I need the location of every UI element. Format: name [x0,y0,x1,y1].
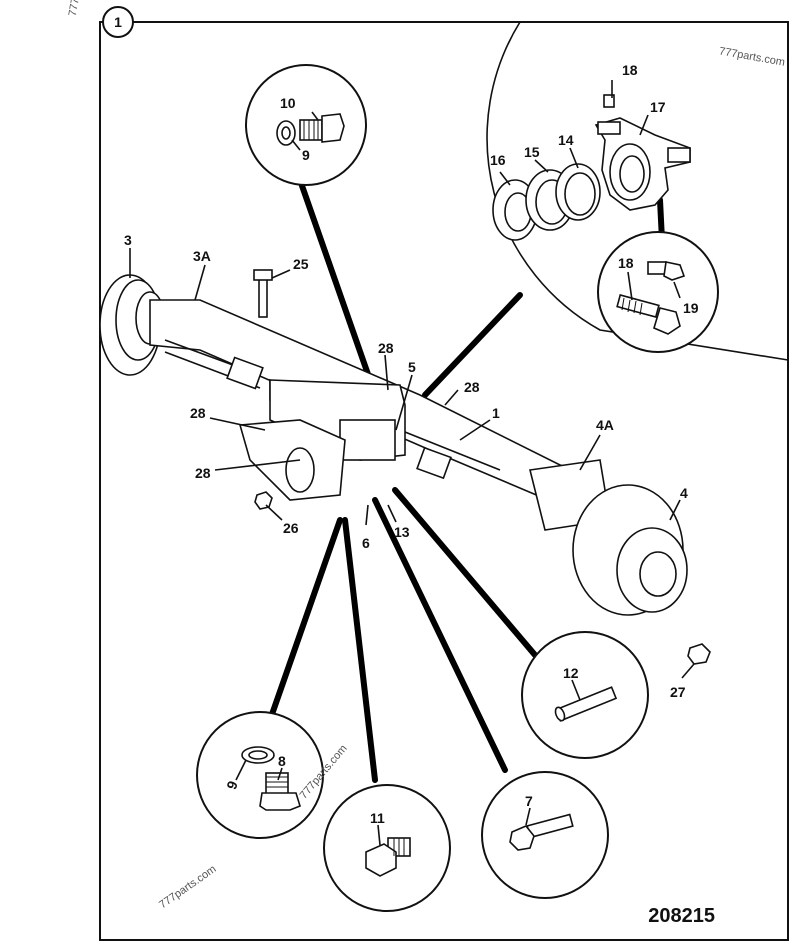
callout-leaders [129,80,695,846]
callout-17: 16 [490,152,506,168]
callout-26: 26 [283,520,299,536]
leader-12 [392,487,538,658]
callout-14: 17 [650,99,666,115]
drain-plug-part [241,746,301,811]
stud-bolt-part [253,269,273,318]
nut-27-part [687,643,711,665]
callout-3: 3 [124,232,132,248]
callout-8: 8 [278,753,286,769]
callout-18: 18 [618,255,634,271]
callout-4: 4 [680,485,688,501]
callout-25: 25 [293,256,309,272]
callout-19: 19 [683,300,699,316]
callout-10: 10 [280,95,296,111]
plug-washer-part [276,113,345,146]
callout-5: 5 [408,359,416,375]
bearing-rings-part [492,163,601,241]
callout-13: 13 [394,524,410,540]
diagram-border [99,21,789,941]
callout-4a: 4A [596,417,614,433]
hex-plug-part [365,837,411,877]
callout-28-lower: 28 [195,465,211,481]
callout-3a: 3A [193,248,211,264]
callout-15: 14 [558,132,574,148]
axle-assembly [99,274,688,616]
callout-11: 11 [370,810,385,826]
sheet-number-circle [102,6,134,38]
callout-16: 15 [524,144,540,160]
hex-bolt-part [509,813,574,851]
callout-12: 12 [563,665,579,681]
callout-28-top: 28 [378,340,394,356]
detail-circle-7 [481,771,609,899]
callout-28-left: 28 [190,405,206,421]
callout-27: 27 [670,684,686,700]
leader-7 [372,497,508,773]
callout-9-top: 9 [302,147,310,163]
leader-8 [267,517,343,723]
callout-2: 1 [492,405,500,421]
nut-26-part [254,491,273,510]
callout-28-right: 28 [464,379,480,395]
leader-10 [297,177,373,383]
bolt-fitting-part [616,261,686,335]
detail-circle-8 [196,711,324,839]
callout-7: 7 [525,793,533,809]
watermark-top-right: 777parts.com [718,45,786,68]
leader-detail [422,292,523,398]
watermark-top-left: 777p [67,0,83,17]
bearing-housing-part [594,94,691,211]
drawing-number: 208215 [648,905,715,927]
roll-pin-part [554,686,618,722]
callout-labels: 18 17 14 15 16 18 19 10 9 3 3A 25 28 5 2… [124,62,699,826]
callout-20: 18 [622,62,638,78]
watermark-bottom-left: 777parts.com [157,863,218,911]
sheet-number: 1 [114,14,122,30]
detail-circle-18 [597,231,719,353]
callout-6: 6 [362,535,370,551]
detail-circle-12 [521,631,649,759]
leader-11 [342,517,378,783]
